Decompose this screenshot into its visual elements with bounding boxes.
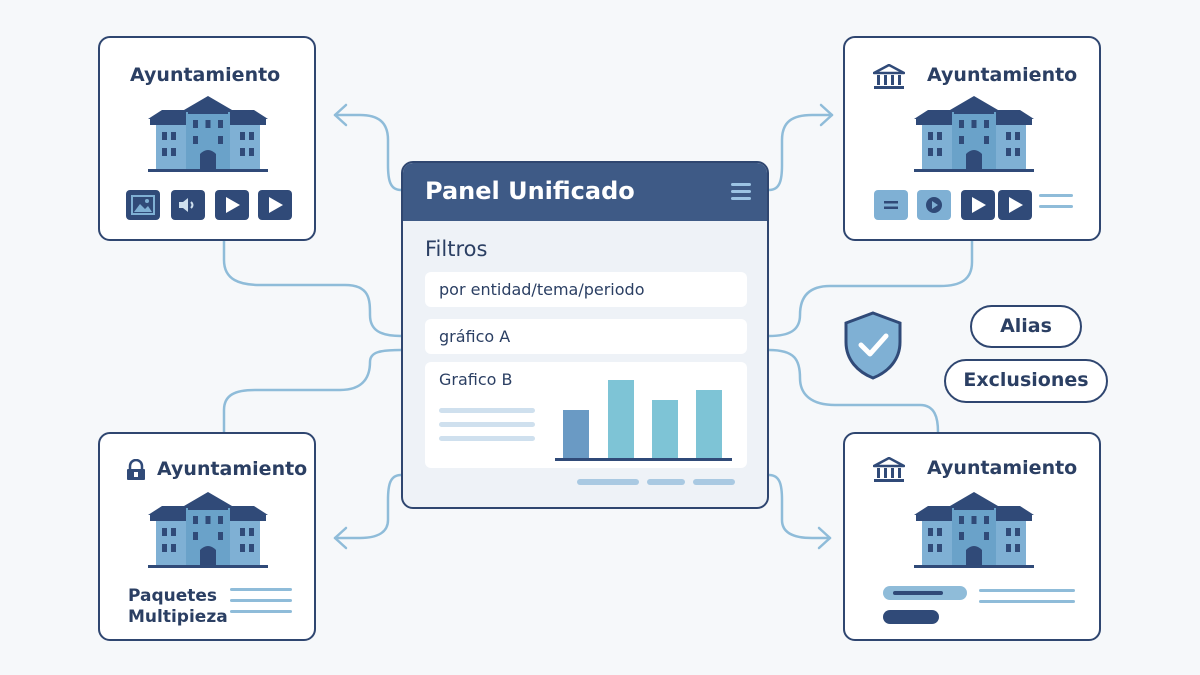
bank-icon [873, 64, 905, 90]
chart-b-row[interactable]: Grafico B [425, 362, 747, 468]
text-lines [979, 589, 1075, 611]
play-icon [972, 197, 986, 213]
unified-panel[interactable]: Panel Unificado Filtros por entidad/tema… [401, 161, 769, 509]
exclusions-tag[interactable]: Exclusiones [944, 359, 1108, 403]
chart-a-row[interactable]: gráfico A [425, 319, 747, 354]
text-lines [1039, 194, 1073, 216]
entity-card-bottom-left[interactable]: Ayuntamiento Paquetes Multipieza [98, 432, 316, 641]
image-icon [131, 195, 155, 215]
image-button[interactable] [126, 190, 160, 220]
lock-icon [127, 459, 145, 480]
progress-pill [883, 610, 939, 624]
audio-icon [179, 198, 194, 212]
play-icon [226, 197, 240, 213]
entity-card-bottom-right[interactable]: Ayuntamiento [843, 432, 1101, 641]
progress-pill [883, 586, 967, 600]
panel-header: Panel Unificado [403, 163, 767, 221]
mini-bar-chart [555, 380, 732, 461]
entity-card-top-right[interactable]: Ayuntamiento [843, 36, 1101, 241]
media-button[interactable] [917, 190, 951, 220]
menu-icon[interactable] [731, 183, 751, 204]
package-label: Paquetes Multipieza [128, 586, 228, 628]
play-button[interactable] [998, 190, 1032, 220]
chart-bar [652, 400, 678, 458]
card-title: Ayuntamiento [927, 64, 1078, 86]
bank-icon [873, 457, 905, 483]
card-title: Ayuntamiento [130, 64, 281, 86]
play-button[interactable] [215, 190, 249, 220]
card-title: Ayuntamiento [157, 458, 308, 480]
chart-b-label: Grafico B [439, 370, 513, 389]
chart-bar [608, 380, 634, 458]
building-icon [148, 492, 268, 568]
chart-bar [563, 410, 589, 458]
play-button[interactable] [961, 190, 995, 220]
filter-field[interactable]: por entidad/tema/periodo [425, 272, 747, 307]
package-label-line-2: Multipieza [128, 607, 228, 627]
text-lines [439, 408, 535, 450]
play-icon [269, 197, 283, 213]
panel-footer-bars [577, 479, 735, 485]
play-button[interactable] [258, 190, 292, 220]
play-icon [1009, 197, 1023, 213]
text-lines [230, 588, 292, 621]
chart-bar [696, 390, 722, 458]
building-icon [148, 96, 268, 172]
shield-check-icon [844, 311, 902, 380]
filters-heading: Filtros [425, 237, 488, 261]
alias-tag[interactable]: Alias [970, 305, 1082, 348]
package-label-line-1: Paquetes [128, 586, 218, 606]
panel-title: Panel Unificado [425, 177, 635, 205]
equals-icon [884, 201, 898, 209]
media-icon [926, 197, 942, 213]
card-title: Ayuntamiento [927, 457, 1078, 479]
audio-button[interactable] [171, 190, 205, 220]
chart-axis [555, 458, 732, 461]
list-button[interactable] [874, 190, 908, 220]
building-icon [914, 492, 1034, 568]
building-icon [914, 96, 1034, 172]
entity-card-top-left[interactable]: Ayuntamiento [98, 36, 316, 241]
